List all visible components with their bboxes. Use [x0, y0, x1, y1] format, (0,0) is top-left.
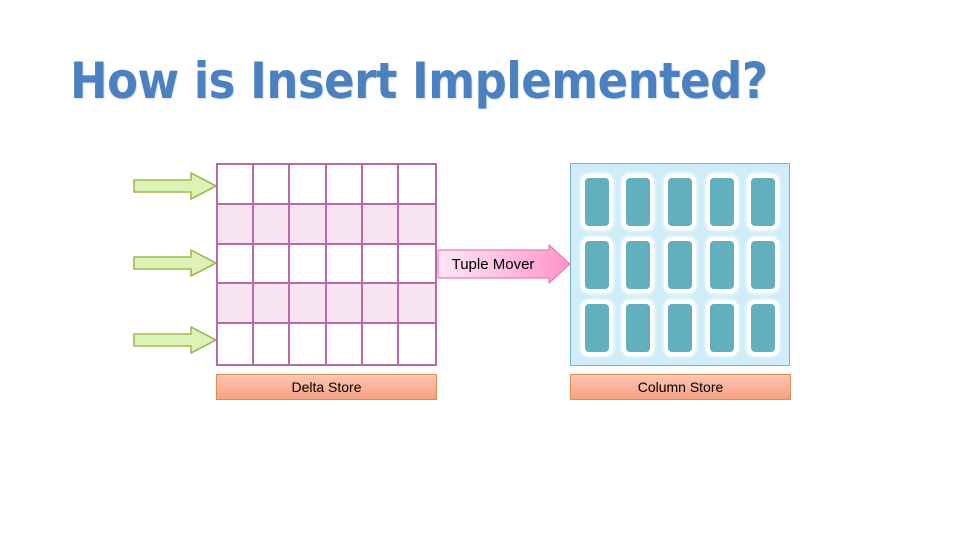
delta-store-grid: [216, 163, 437, 366]
grid-cell: [398, 204, 435, 245]
column-store-panel: [570, 163, 790, 366]
grid-cell: [290, 165, 327, 205]
grid-cell: [254, 324, 291, 364]
right-arrow-icon: [437, 244, 571, 284]
column-block: [667, 240, 692, 289]
grid-cell: [362, 244, 399, 285]
grid-cell: [326, 324, 363, 364]
grid-cell: [290, 204, 327, 245]
grid-cell: [218, 165, 255, 205]
column-block: [626, 240, 651, 289]
column-block: [709, 240, 734, 289]
grid-cell: [326, 244, 363, 285]
column-block-cell: [618, 170, 660, 233]
column-block: [709, 177, 734, 226]
grid-cell: [398, 284, 435, 325]
grid-cell: [326, 165, 363, 205]
column-block-cell: [701, 233, 743, 296]
grid-cell: [254, 284, 291, 325]
grid-cell: [398, 324, 435, 364]
right-arrow-icon: [133, 172, 217, 200]
grid-cell: [290, 284, 327, 325]
column-block: [667, 303, 692, 352]
column-store-caption: Column Store: [570, 374, 791, 400]
column-block: [709, 303, 734, 352]
column-block-cell: [742, 233, 784, 296]
column-block-cell: [618, 233, 660, 296]
column-block-cell: [742, 170, 784, 233]
right-arrow-icon: [133, 249, 217, 277]
column-block: [584, 240, 609, 289]
column-block: [751, 177, 776, 226]
column-block: [751, 303, 776, 352]
input-arrow-1: [133, 172, 217, 200]
page-title: How is Insert Implemented?: [70, 52, 768, 110]
column-block-cell: [701, 296, 743, 359]
delta-store-caption: Delta Store: [216, 374, 437, 400]
column-block: [584, 177, 609, 226]
grid-cell: [218, 284, 255, 325]
column-block: [584, 303, 609, 352]
grid-cell: [398, 244, 435, 285]
column-block-cell: [742, 296, 784, 359]
column-block-cell: [659, 170, 701, 233]
grid-cell: [290, 244, 327, 285]
grid-cell: [218, 244, 255, 285]
grid-cell: [326, 204, 363, 245]
column-block-cell: [659, 233, 701, 296]
column-block-cell: [576, 296, 618, 359]
column-block-cell: [701, 170, 743, 233]
grid-cell: [218, 324, 255, 364]
column-block: [667, 177, 692, 226]
grid-cell: [362, 165, 399, 205]
column-block-cell: [576, 170, 618, 233]
grid-cell: [398, 165, 435, 205]
grid-cell: [362, 324, 399, 364]
tuple-mover-arrow: Tuple Mover: [437, 244, 571, 284]
input-arrow-3: [133, 326, 217, 354]
column-block-cell: [659, 296, 701, 359]
grid-cell: [362, 284, 399, 325]
grid-cell: [254, 244, 291, 285]
column-block: [626, 177, 651, 226]
column-block-cell: [576, 233, 618, 296]
grid-cell: [254, 165, 291, 205]
column-block-cell: [618, 296, 660, 359]
grid-cell: [326, 284, 363, 325]
grid-cell: [218, 204, 255, 245]
grid-cell: [254, 204, 291, 245]
column-block: [626, 303, 651, 352]
grid-cell: [362, 204, 399, 245]
column-block: [751, 240, 776, 289]
input-arrow-2: [133, 249, 217, 277]
grid-cell: [290, 324, 327, 364]
right-arrow-icon: [133, 326, 217, 354]
